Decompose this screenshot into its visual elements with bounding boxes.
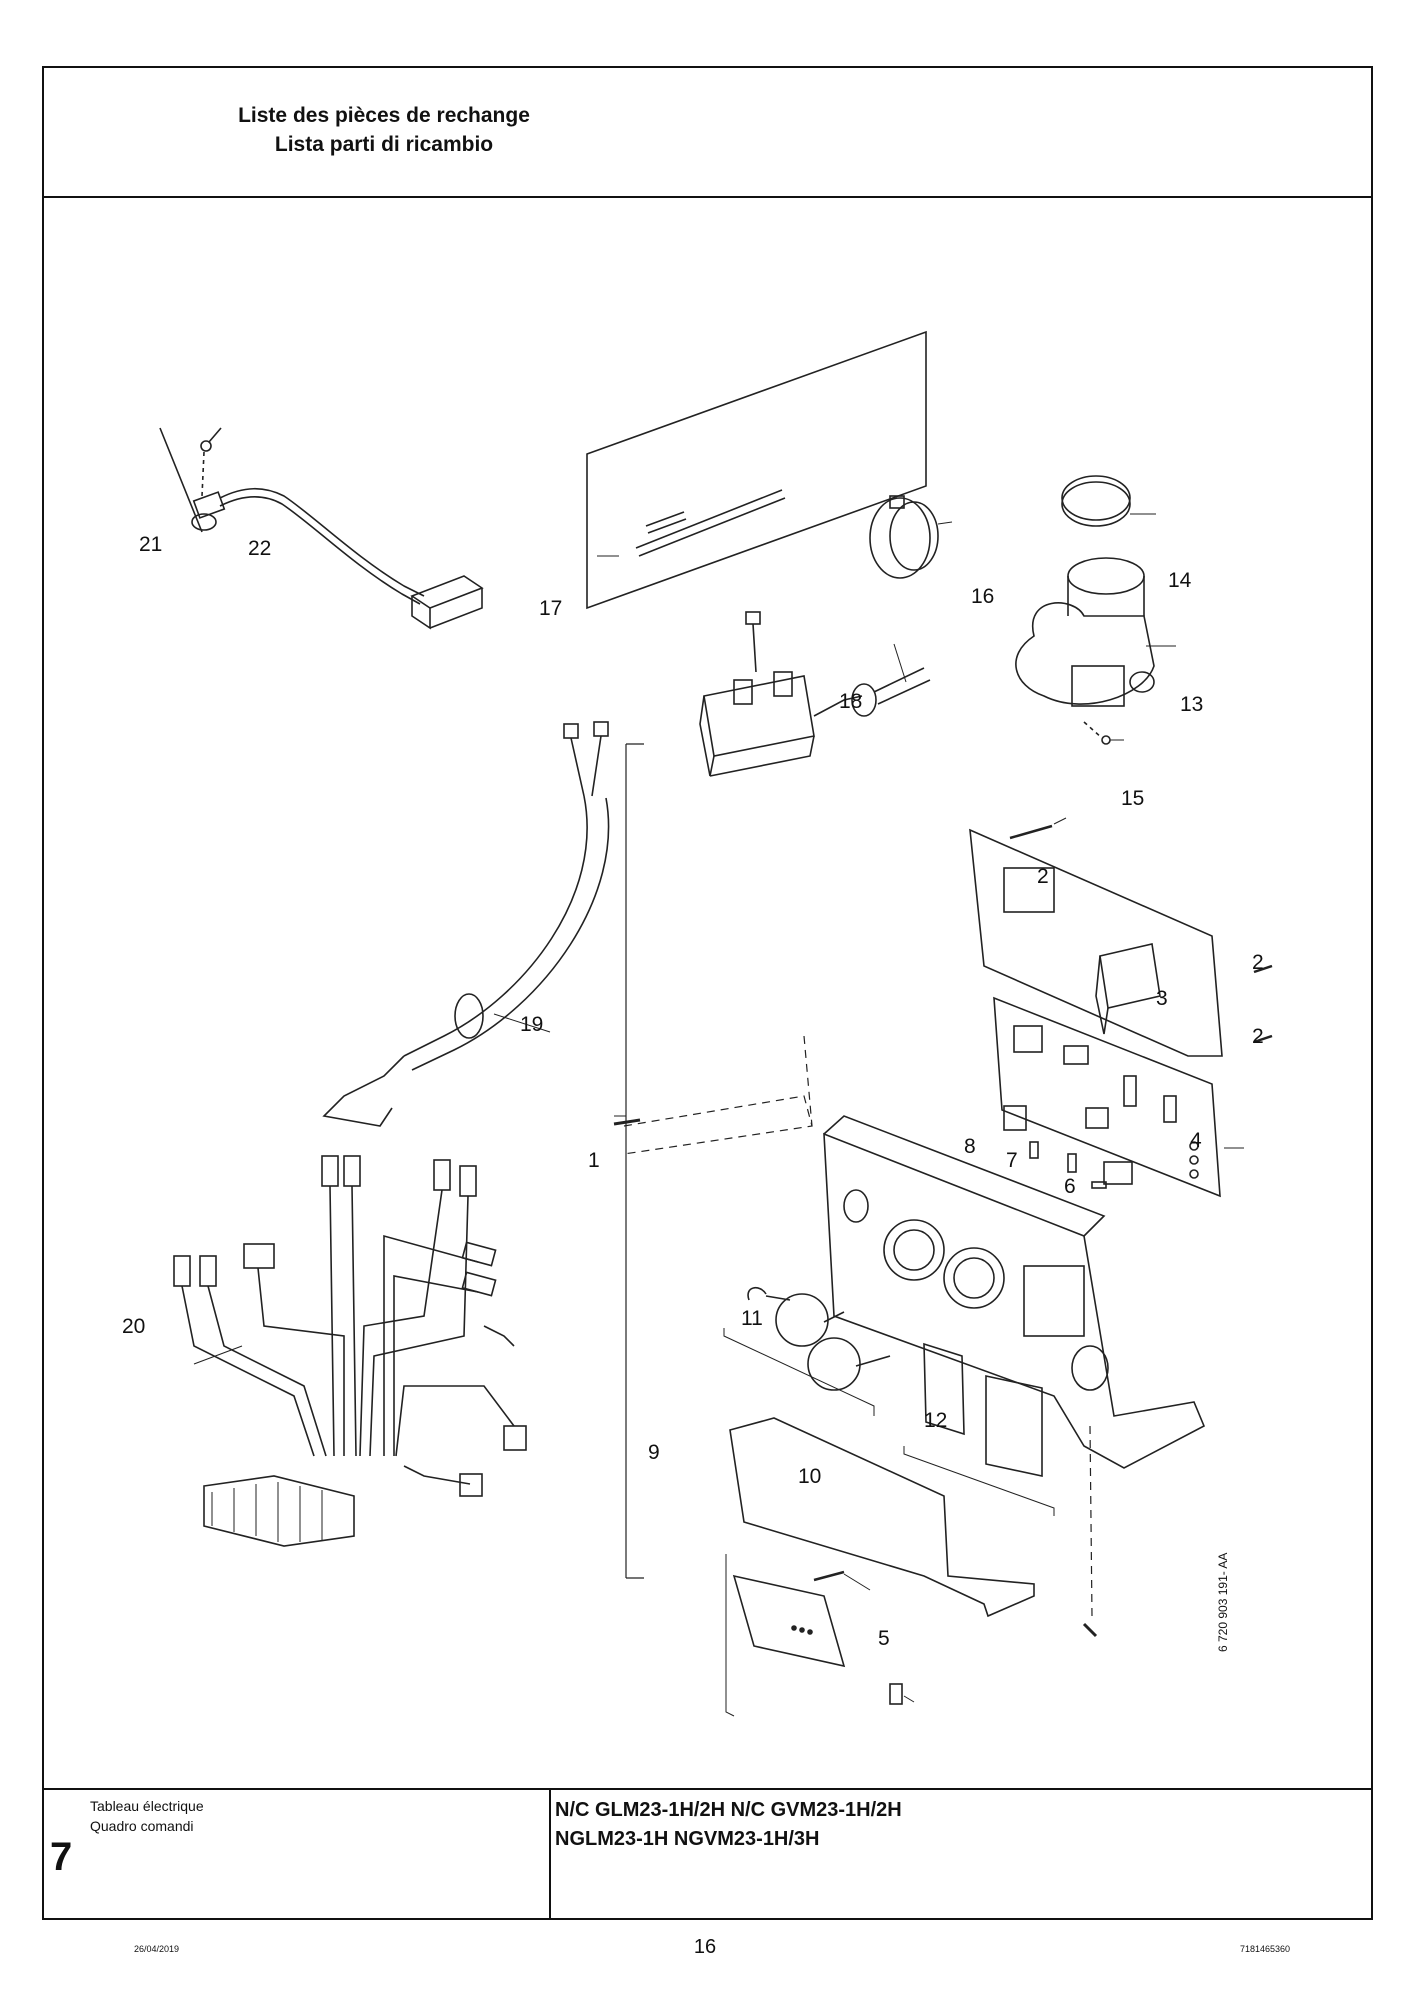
callout-2-bottom: 2: [1252, 1025, 1264, 1048]
model-list-line-2: NGLM23-1H NGVM23-1H/3H: [555, 1828, 820, 1850]
section-number: 7: [50, 1835, 73, 1879]
section-title-french: Tableau électrique: [90, 1798, 204, 1814]
callout-1: 1: [588, 1149, 600, 1172]
callout-7: 7: [1006, 1149, 1018, 1172]
callout-6: 6: [1064, 1175, 1076, 1198]
callout-4: 4: [1190, 1129, 1202, 1152]
page-number: 16: [693, 1936, 717, 1958]
callout-3: 3: [1156, 987, 1168, 1010]
part-13-fan: [1015, 475, 1176, 745]
drawing-reference-number: 6 720 903 191- AA: [1216, 1552, 1230, 1652]
page-header: Liste des pièces de rechange Lista parti…: [44, 68, 1371, 198]
part-21-sensor-cable: [159, 427, 484, 630]
callout-2-middle: 2: [1252, 951, 1264, 974]
callout-22: 22: [248, 537, 272, 560]
callout-14: 14: [1168, 569, 1192, 592]
part-19-cable: [322, 721, 610, 1127]
title-italian: Lista parti di ricambio: [274, 133, 494, 156]
section-title-italian: Quadro comandi: [90, 1818, 194, 1834]
callout-17: 17: [539, 597, 563, 620]
page-frame: Liste des pièces de rechange Lista parti…: [42, 66, 1373, 1920]
callout-11: 11: [741, 1307, 763, 1330]
part-17-sheet: [586, 330, 927, 610]
callout-9: 9: [648, 1441, 660, 1464]
callout-20: 20: [122, 1315, 146, 1338]
callout-15: 15: [1121, 787, 1145, 810]
part-20-wiring-loom: [173, 1155, 527, 1547]
callout-2-top: 2: [1037, 865, 1049, 888]
model-list-line-1: N/C GLM23-1H/2H N/C GVM23-1H/2H: [555, 1799, 902, 1821]
callout-18: 18: [839, 690, 863, 713]
callout-16: 16: [971, 585, 995, 608]
document-code: 7181465360: [1240, 1944, 1291, 1954]
part-18-ignition-unit: [699, 611, 931, 777]
part-11-knobs: [723, 1287, 891, 1416]
drawing-illustration: [159, 330, 1273, 1717]
part-16-pressure-switch: [869, 495, 953, 579]
section-footer: Tableau électrique Quadro comandi 7 N/C …: [44, 1788, 1371, 1918]
callout-19: 19: [520, 1013, 544, 1036]
callout-12: 12: [924, 1409, 948, 1432]
title-french: Liste des pièces de rechange: [238, 104, 530, 127]
part-1-bracket: [614, 743, 644, 1579]
footer-divider: [549, 1790, 551, 1918]
print-date: 26/04/2019: [134, 1944, 180, 1954]
callout-8: 8: [964, 1135, 976, 1158]
part-1-control-panel: [613, 1035, 1206, 1638]
callout-5: 5: [878, 1627, 890, 1650]
part-9-front-cover: [725, 1417, 1035, 1717]
exploded-parts-drawing: 21 22 17 16 14 18 13 15 2 2 3 2 19 4 8 7…: [44, 196, 1371, 1788]
part-3-4-control-boards: [969, 817, 1273, 1198]
part-12-labels: [903, 1342, 1055, 1516]
callout-13: 13: [1180, 693, 1204, 716]
callout-21: 21: [139, 533, 163, 556]
part-5-clip: [889, 1683, 915, 1705]
callout-10: 10: [798, 1465, 822, 1488]
